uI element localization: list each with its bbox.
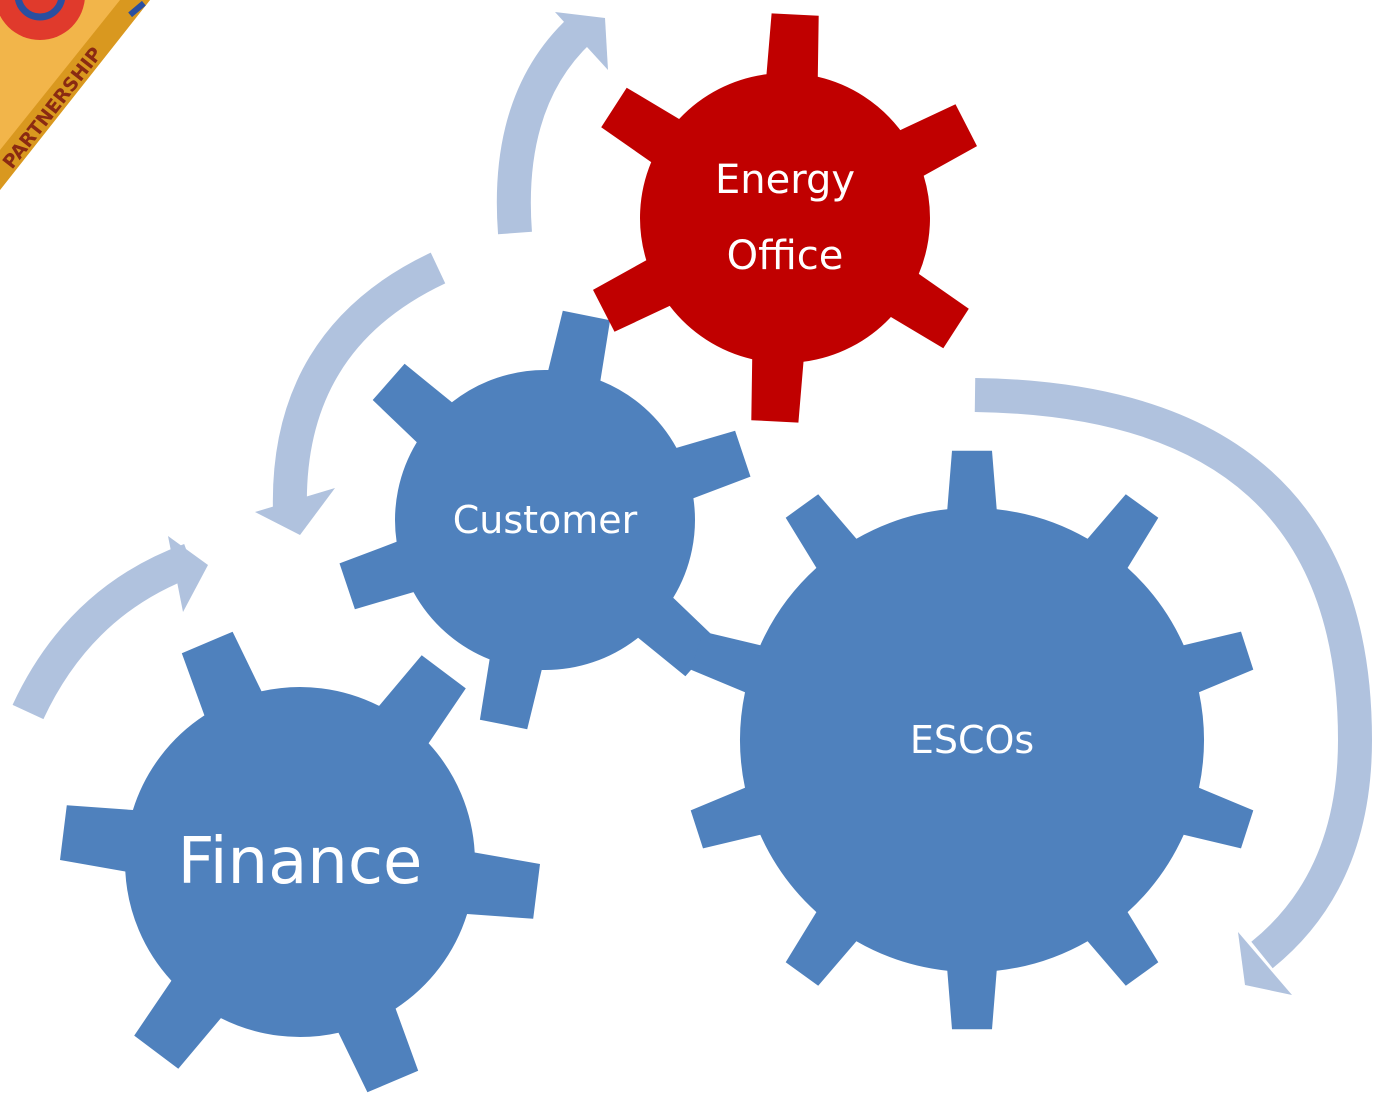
logo-stripe xyxy=(0,0,150,190)
arrow-energy-to-escos-shaft xyxy=(974,378,1373,969)
gear-escos: ESCOs xyxy=(690,450,1254,1030)
gear-energy-label-line: Office xyxy=(727,233,844,279)
gear-finance-shape xyxy=(60,631,540,1093)
arrow-customer-to-energy-shaft xyxy=(496,17,592,235)
gear-customer: Customer xyxy=(339,310,751,730)
arrow-customer-to-energy xyxy=(496,12,608,235)
partnership-logo: PARTNERSHIP xyxy=(0,0,150,190)
arrow-customer-to-finance-shaft xyxy=(272,252,446,513)
gear-energy-label-line: Energy xyxy=(715,157,855,203)
gear-customer-shape xyxy=(339,310,751,730)
arrow-energy-to-escos-head xyxy=(1238,932,1292,995)
arrow-finance-to-customer-shaft xyxy=(12,544,196,720)
gear-finance: Finance xyxy=(60,631,540,1093)
arrow-customer-to-finance-head xyxy=(255,488,335,535)
cycle-arrows xyxy=(12,12,1373,995)
gear-escos-label: ESCOs xyxy=(910,718,1034,762)
gear-finance-label: Finance xyxy=(178,825,423,899)
arrow-customer-to-energy-head xyxy=(555,12,608,70)
gear-customer-label: Customer xyxy=(453,498,638,542)
logo-blue-ring xyxy=(15,0,65,21)
arrow-energy-to-escos xyxy=(974,378,1373,995)
arrow-customer-to-finance xyxy=(255,252,446,535)
arrow-finance-to-customer xyxy=(12,536,208,720)
gear-energy-shape xyxy=(593,13,977,423)
arrow-finance-to-customer-head xyxy=(168,536,208,612)
logo-blue-mark xyxy=(128,0,146,18)
gear-escos-shape xyxy=(690,450,1254,1030)
